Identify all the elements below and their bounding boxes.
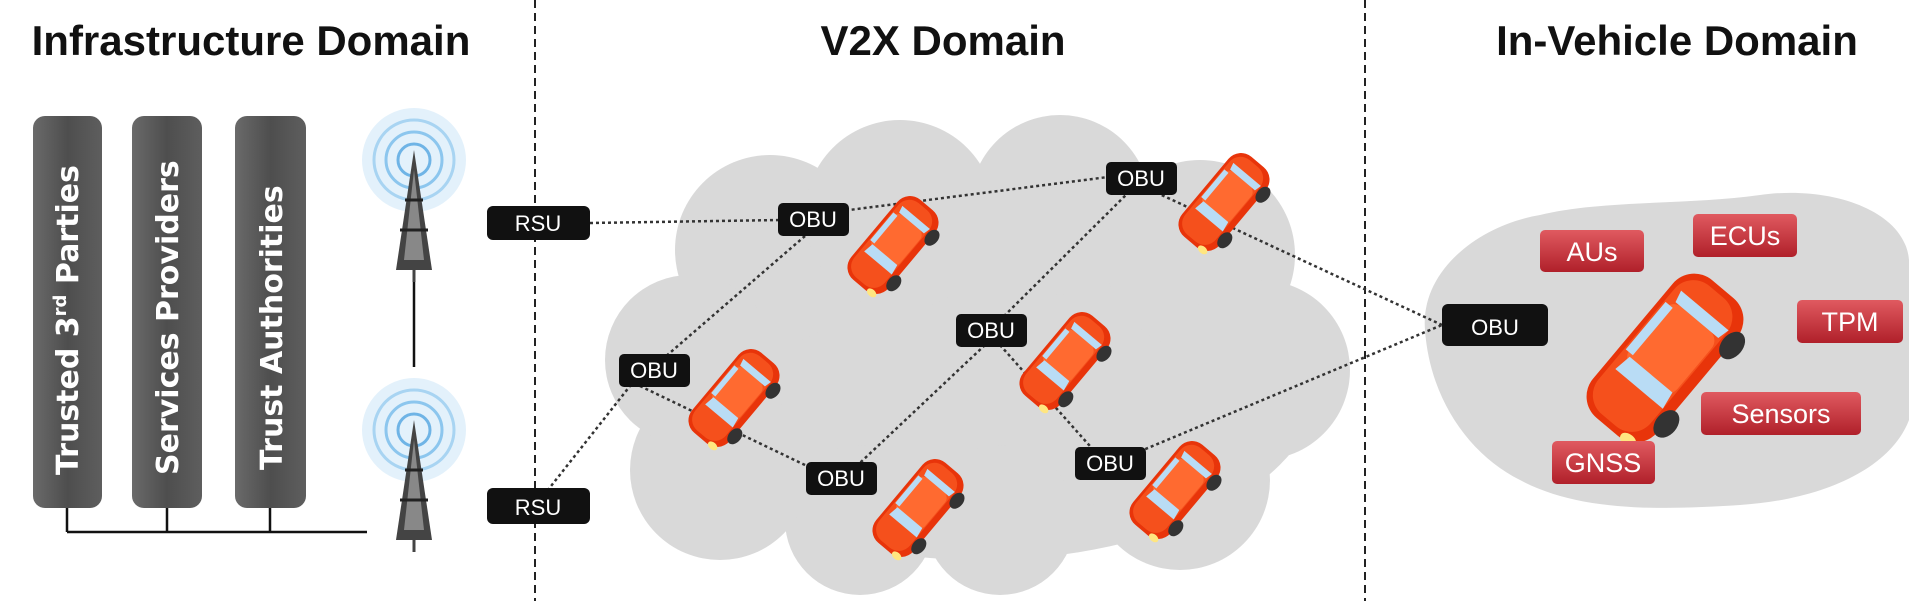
svg-text:OBU: OBU (1086, 451, 1134, 476)
svg-text:Services Providers: Services Providers (151, 160, 186, 475)
pillar-trusted-third-parties: Trusted 3rd Parties (33, 116, 102, 508)
backbone-connector (65, 508, 367, 534)
infrastructure-domain-title: Infrastructure Domain (32, 17, 471, 64)
v2x-domain-title: V2X Domain (820, 17, 1065, 64)
svg-text:TPM: TPM (1822, 307, 1879, 337)
pillar-trust-authorities: Trust Authorities (235, 116, 306, 508)
obu-node: OBU (1106, 162, 1177, 195)
svg-text:AUs: AUs (1566, 237, 1617, 267)
component-sensors: Sensors (1701, 392, 1861, 435)
svg-text:OBU: OBU (1471, 315, 1519, 340)
component-gnss: GNSS (1552, 441, 1655, 484)
svg-text:Trust Authorities: Trust Authorities (255, 185, 290, 470)
svg-text:OBU: OBU (1117, 166, 1165, 191)
component-aus: AUs (1540, 230, 1644, 272)
obu-node-in-vehicle: OBU (1442, 304, 1548, 346)
svg-text:OBU: OBU (789, 207, 837, 232)
component-ecus: ECUs (1693, 214, 1797, 257)
svg-text:RSU: RSU (515, 211, 561, 236)
svg-text:RSU: RSU (515, 495, 561, 520)
svg-text:GNSS: GNSS (1565, 448, 1642, 478)
antenna-tower-icon (360, 106, 468, 284)
obu-node: OBU (1075, 447, 1146, 480)
component-tpm: TPM (1797, 300, 1903, 343)
pillar-services-providers: Services Providers (132, 116, 202, 508)
obu-node: OBU (806, 462, 877, 495)
rsu-node: RSU (487, 206, 590, 240)
in-vehicle-domain-title: In-Vehicle Domain (1496, 17, 1858, 64)
obu-node: OBU (778, 203, 849, 236)
svg-text:OBU: OBU (967, 318, 1015, 343)
svg-text:ECUs: ECUs (1710, 221, 1781, 251)
svg-text:OBU: OBU (630, 358, 678, 383)
obu-node: OBU (619, 354, 690, 387)
svg-text:Sensors: Sensors (1731, 399, 1830, 429)
rsu-node: RSU (487, 488, 590, 524)
svg-text:Trusted 3rd Parties: Trusted 3rd Parties (50, 165, 86, 475)
svg-text:OBU: OBU (817, 466, 865, 491)
obu-node: OBU (956, 314, 1027, 347)
antenna-tower-icon (360, 376, 468, 554)
